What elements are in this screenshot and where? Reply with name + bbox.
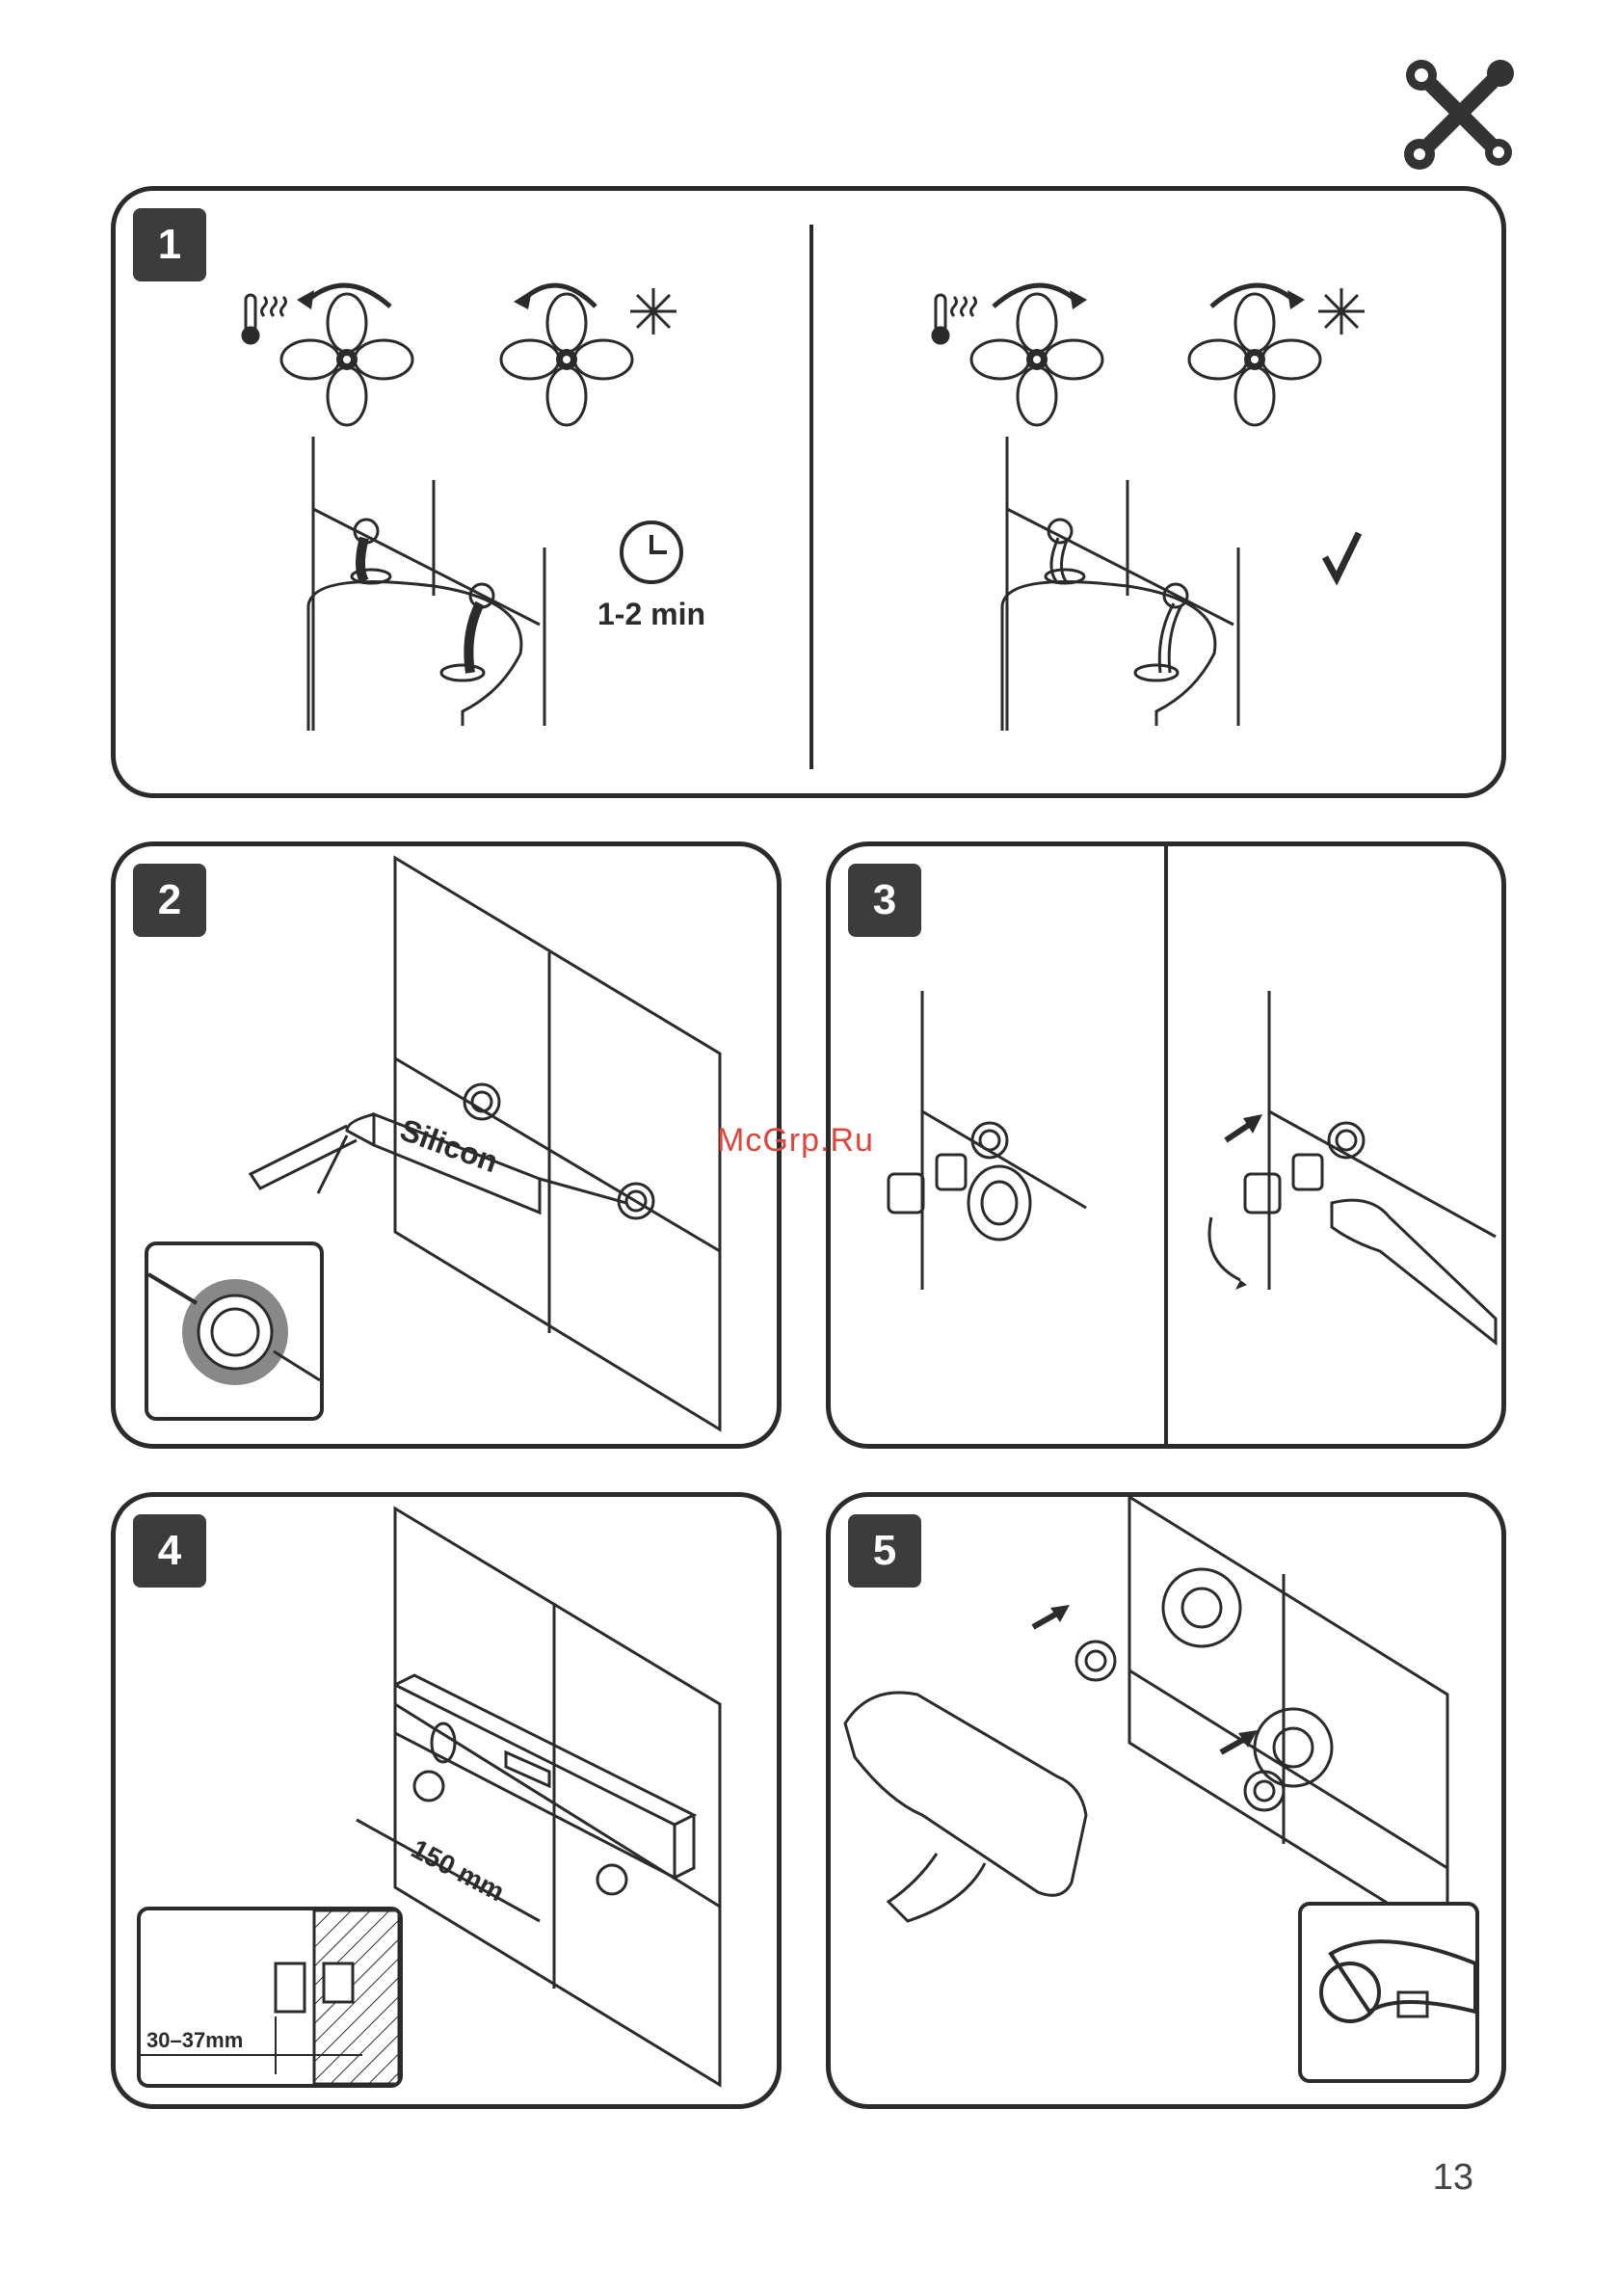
distance-label: 150 mm: [407, 1833, 510, 1907]
silicone-detail-inset: [145, 1241, 324, 1421]
watermark: McGrp.Ru: [717, 1122, 874, 1160]
step-1-panel: 1: [111, 186, 1506, 798]
checkmark-icon: [1325, 533, 1359, 578]
page-number: 13: [1433, 2157, 1473, 2199]
depth-label: 30–37mm: [146, 2028, 243, 2052]
depth-detail-inset: 30–37mm: [137, 1907, 403, 2088]
cold-handle-icon: [501, 285, 632, 425]
hot-handle-icon: [281, 285, 412, 425]
step-2-panel: 2 Silicon: [111, 841, 782, 1449]
wrench-detail-inset: [1298, 1902, 1479, 2083]
silicon-tube-label: Silicon: [396, 1112, 503, 1180]
step-3-panel: 3: [826, 841, 1506, 1449]
step-5-panel: 5: [826, 1492, 1506, 2109]
clock-icon: [622, 522, 681, 582]
snowflake-icon: [630, 288, 676, 334]
duration-label: 1-2 min: [597, 597, 705, 631]
step-4-panel: 4 150 mm 30–37mm: [111, 1492, 782, 2109]
thermometer-icon: [243, 295, 286, 343]
